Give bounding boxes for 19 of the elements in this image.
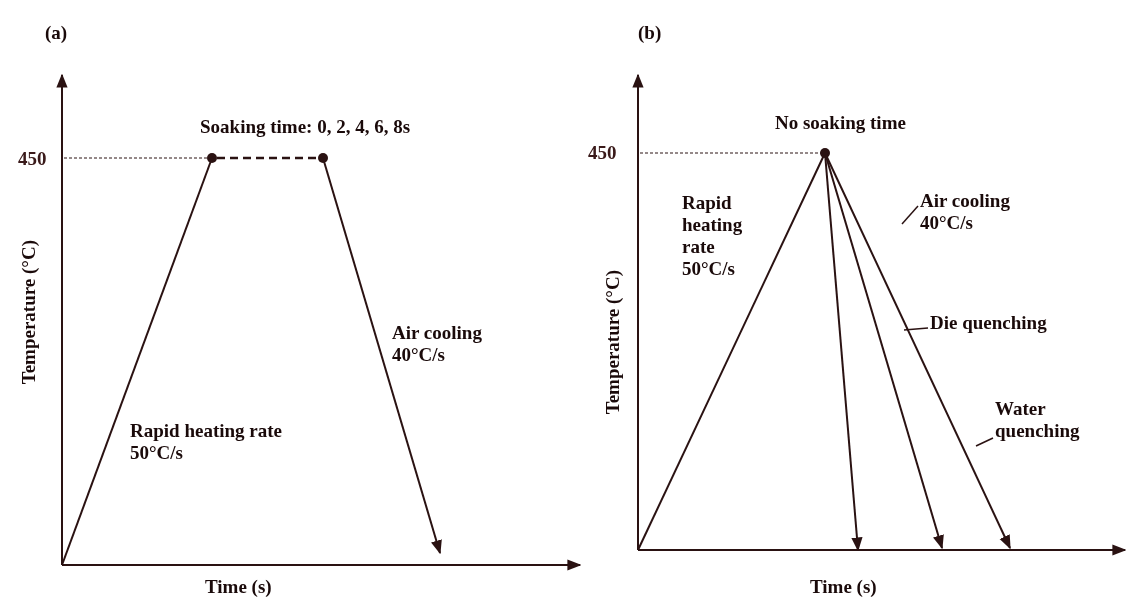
leader-label: Water quenching: [995, 398, 1095, 442]
axis-tick-label: 450: [18, 148, 47, 170]
annotation: Rapid heating rate 50°C/s: [130, 420, 283, 464]
axis-title: Temperature (°C): [602, 270, 624, 415]
panel-label: (b): [638, 22, 662, 44]
axis-title: Temperature (°C): [18, 240, 40, 385]
axis-title: Time (s): [205, 576, 272, 598]
annotation: Air cooling 40°C/s: [392, 322, 483, 366]
axis-title: Time (s): [810, 576, 877, 598]
annotation: No soaking time: [775, 112, 906, 134]
annotation: Soaking time: 0, 2, 4, 6, 8s: [200, 116, 411, 138]
leader-label: Air cooling 40°C/s: [920, 190, 1040, 234]
leader-line: [901, 205, 919, 225]
axis-tick-label: 450: [588, 142, 617, 164]
panel-label: (a): [45, 22, 68, 44]
leader-line: [903, 327, 929, 331]
annotation: Rapid heating rate 50°C/s: [682, 192, 744, 280]
leader-label: Die quenching: [930, 312, 1080, 334]
leader-line: [975, 437, 994, 447]
